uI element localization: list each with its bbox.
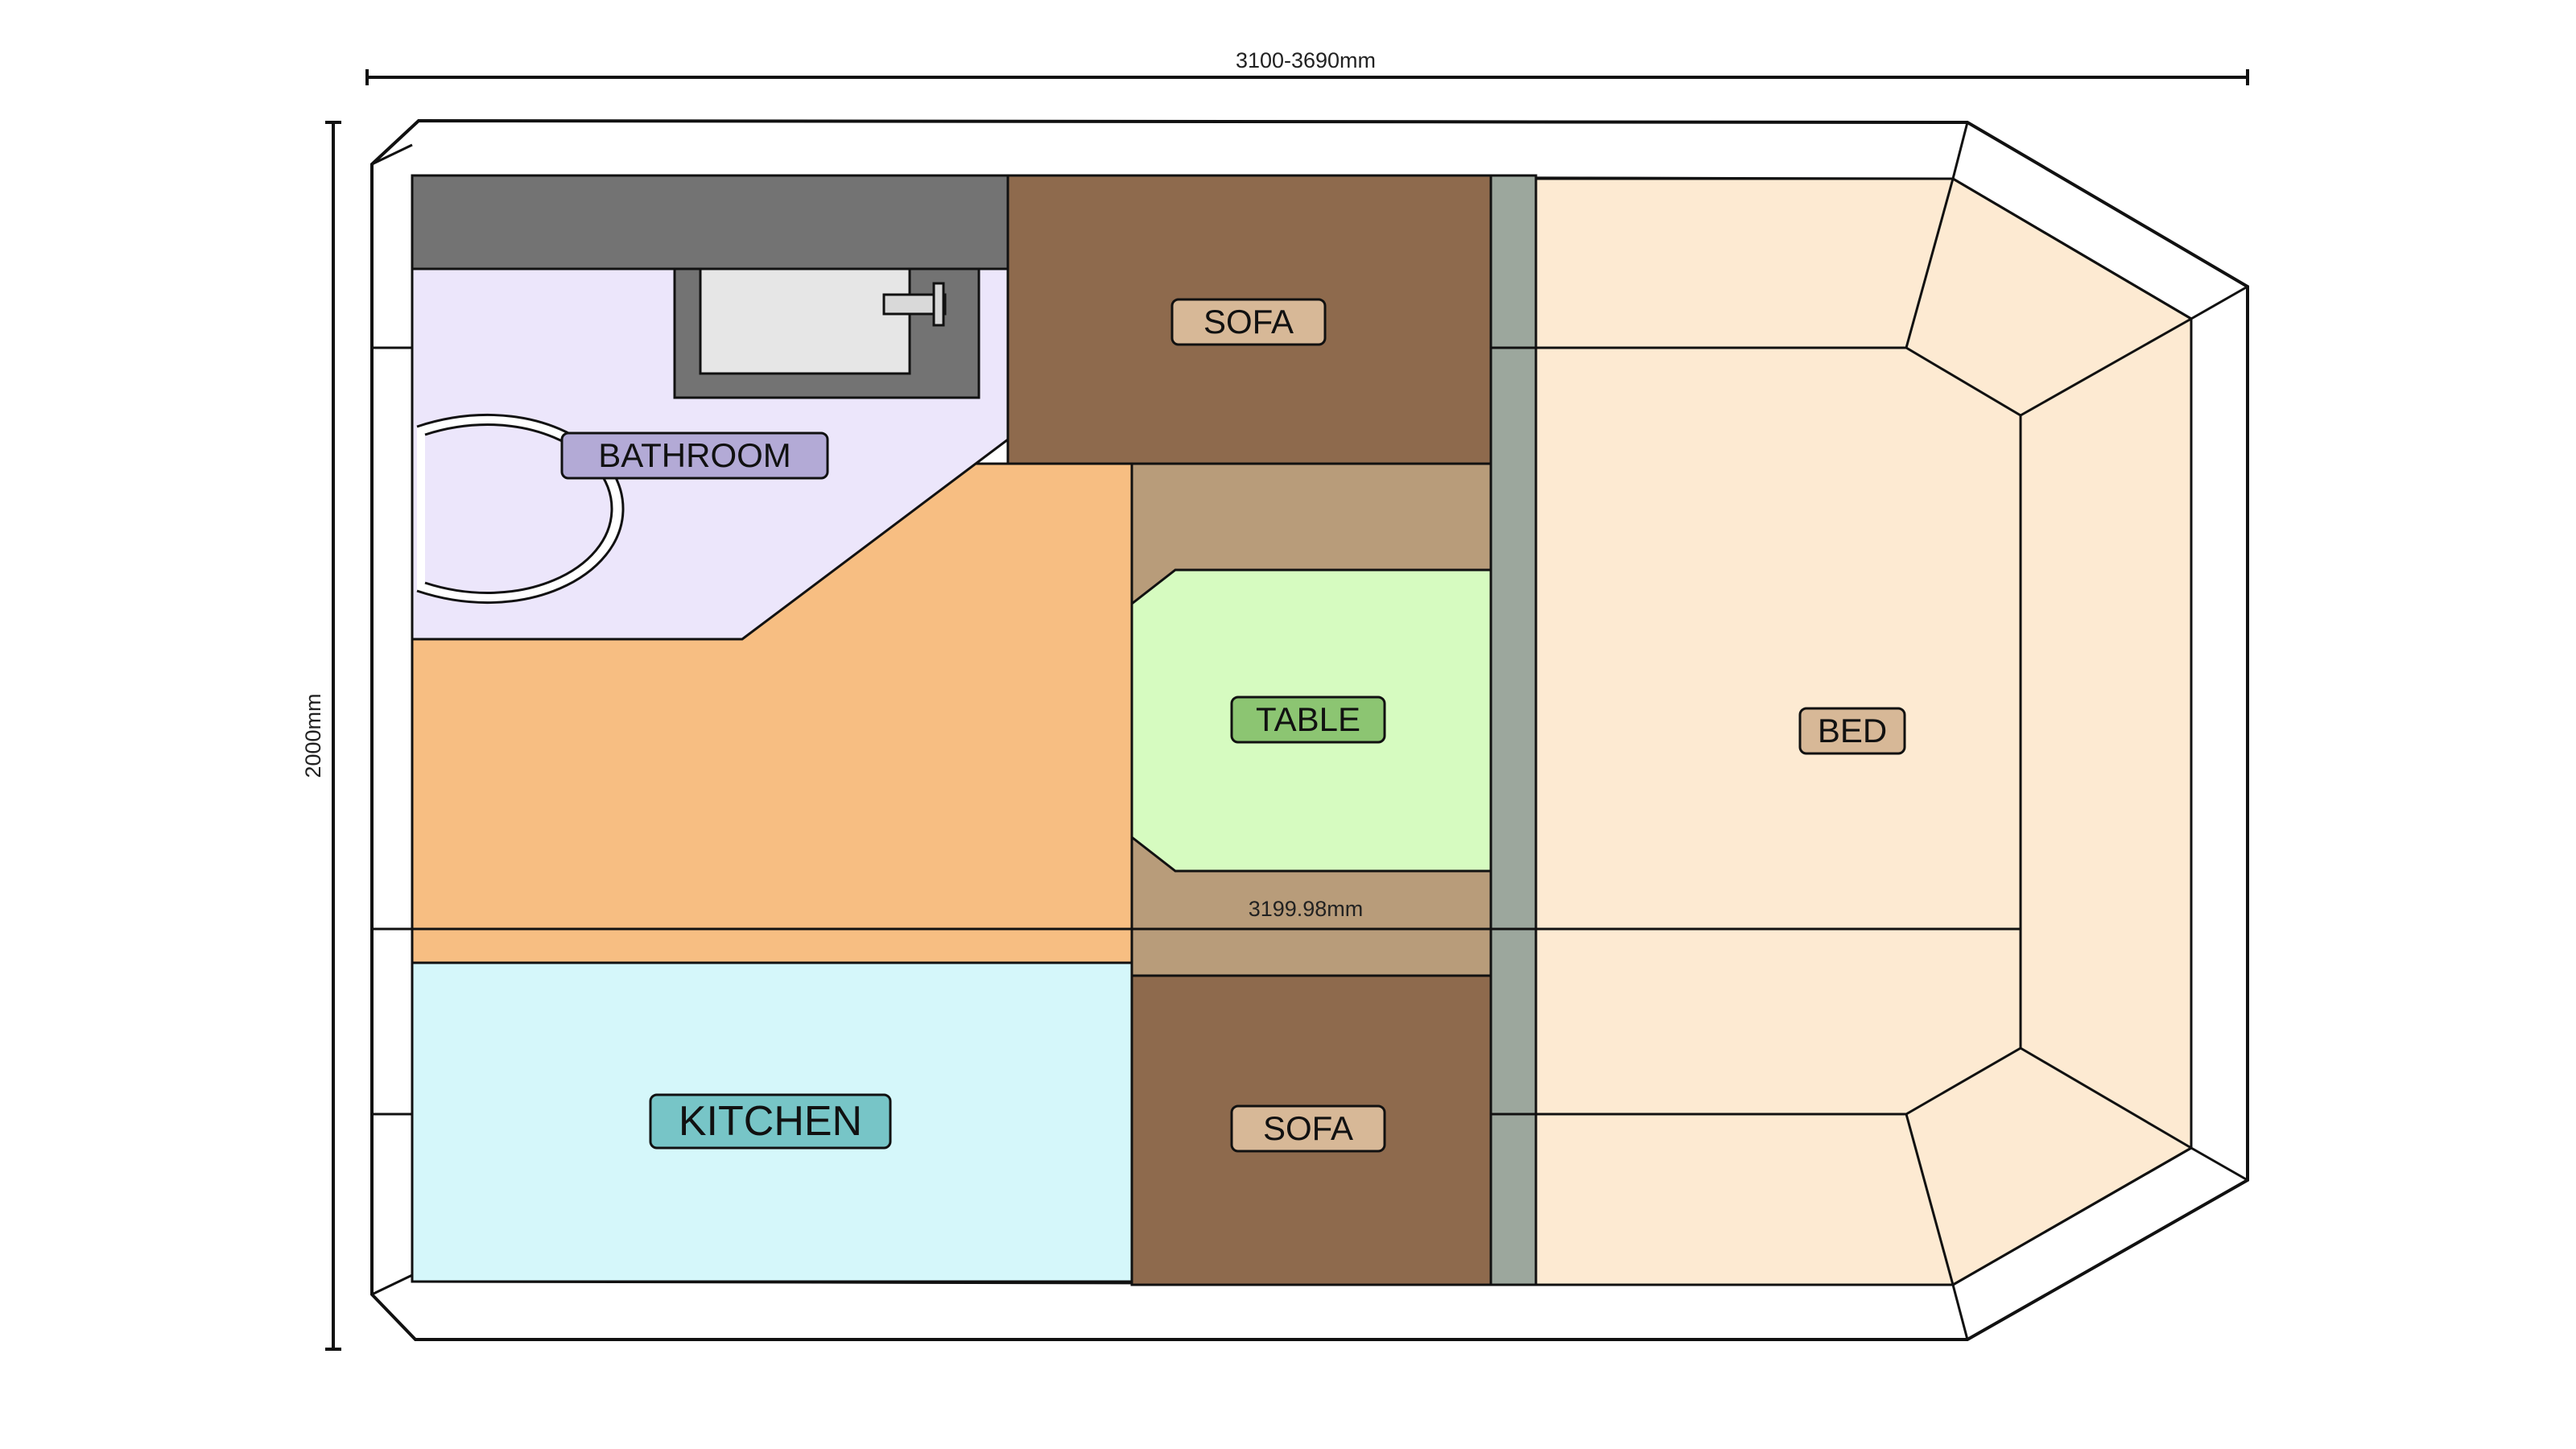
bathroom-tag: BATHROOM [560,431,829,480]
overall-length-label: 3100-3690mm [1236,48,1376,72]
countertop [411,174,1009,270]
kitchen-tag: KITCHEN [649,1093,892,1150]
sofa-bottom-label: SOFA [1263,1109,1353,1147]
dimension-overall-width: 2000mm [301,121,341,1351]
sofa-top-tag: SOFA [1170,298,1327,346]
bed-label: BED [1818,712,1887,749]
bathroom-label: BATHROOM [598,436,791,474]
kitchen-label: KITCHEN [679,1098,862,1145]
sofa-top-label: SOFA [1203,303,1294,341]
dimension-overall-length: 3100-3690mm [365,48,2249,85]
overall-width-label: 2000mm [301,693,325,778]
dimension-inner-length: 3199.98mm [370,897,2022,937]
faucet-handle [932,282,945,327]
partition-wall [1489,174,1538,1286]
shell-wall-ticks [371,122,2248,1340]
inner-length-label: 3199.98mm [1249,897,1364,921]
bed-tag: BED [1798,707,1906,755]
table-label: TABLE [1256,700,1360,738]
table-tag: TABLE [1230,696,1386,744]
sink-basin [699,267,911,375]
bed-cushion-lines [1536,178,2192,1286]
sofa-bottom-tag: SOFA [1230,1104,1386,1153]
